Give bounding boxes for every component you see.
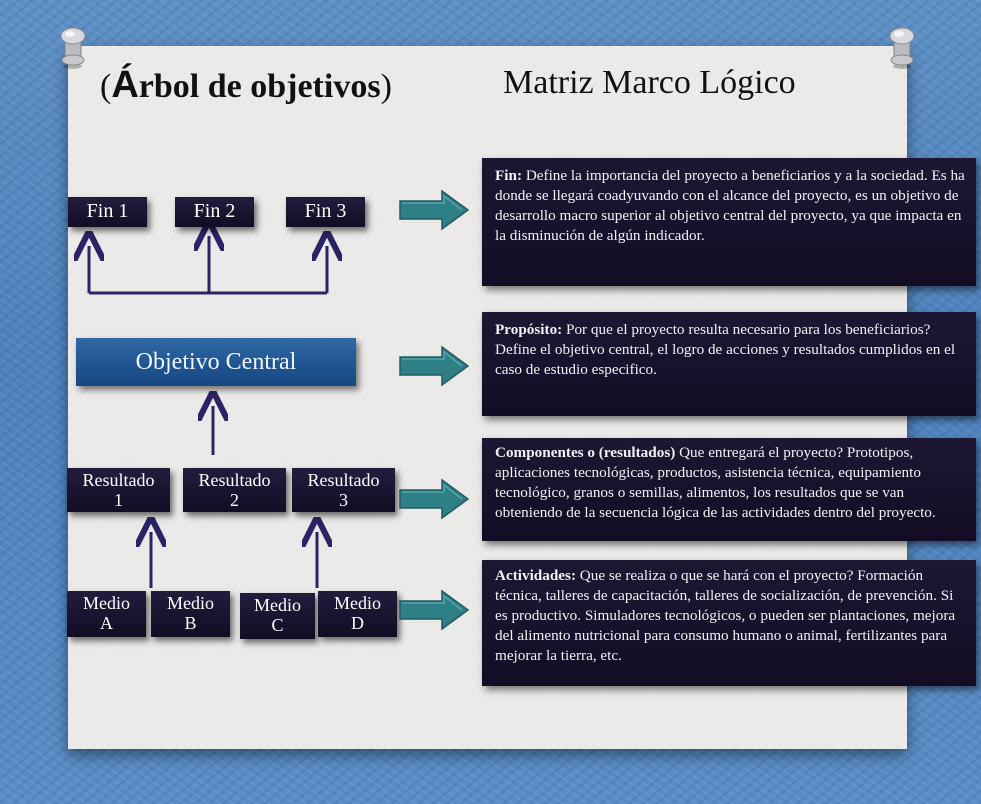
- proposito-description-heading: Propósito:: [495, 321, 563, 338]
- tree-title: (Árbol de objetivos): [100, 64, 392, 106]
- proposito-description-text: Por que el proyecto resulta necesario pa…: [495, 321, 956, 378]
- actividades-description-box: Actividades: Que se realiza o que se har…: [482, 560, 976, 686]
- fin-1-node: Fin 1: [68, 197, 147, 227]
- resultado-3-node: Resultado 3: [292, 468, 395, 512]
- componentes-description-text: Que entregará el proyecto? Prototipos, a…: [495, 444, 936, 521]
- actividades-description-text: Que se realiza o que se hará con el proy…: [495, 567, 956, 664]
- medio-d-node: Medio D: [318, 591, 397, 637]
- resultado-2-line1: Resultado: [198, 470, 271, 490]
- medio-a-line1: Medio: [83, 593, 130, 613]
- fin-description-heading: Fin:: [495, 167, 523, 184]
- proposito-description-box: Propósito: Por que el proyecto resulta n…: [482, 312, 976, 416]
- fin-block-arrow-icon: [399, 189, 470, 231]
- proposito-block-arrow-icon: [399, 345, 470, 387]
- resultado-3-line1: Resultado: [307, 470, 380, 490]
- pushpin-right-icon: [889, 27, 915, 69]
- componentes-description-heading: Componentes o (resultados): [495, 444, 676, 461]
- medio-a-node: Medio A: [67, 591, 146, 637]
- fin-2-node: Fin 2: [175, 197, 254, 227]
- medio-c-node: Medio C: [240, 593, 315, 639]
- componentes-description-box: Componentes o (resultados) Que entregará…: [482, 438, 976, 541]
- medio-c-line1: Medio: [254, 595, 301, 615]
- resultado-3-line2: 3: [339, 490, 348, 510]
- componentes-block-arrow-icon: [399, 478, 470, 520]
- medio-b-line2: B: [184, 613, 197, 633]
- medio-c-line2: C: [271, 615, 284, 635]
- medio-b-line1: Medio: [167, 593, 214, 613]
- medio-d-line2: D: [351, 613, 364, 633]
- resultado-2-line2: 2: [230, 490, 239, 510]
- resultado-1-node: Resultado 1: [67, 468, 170, 512]
- medio-b-node: Medio B: [151, 591, 230, 637]
- fin-description-text: Define la importancia del proyecto a ben…: [495, 167, 965, 244]
- medio-d-line1: Medio: [334, 593, 381, 613]
- pushpin-left-icon: [60, 27, 86, 69]
- medio-a-line2: A: [100, 613, 113, 633]
- resultado-1-line1: Resultado: [82, 470, 155, 490]
- resultado-2-node: Resultado 2: [183, 468, 286, 512]
- matrix-title: Matriz Marco Lógico: [503, 64, 796, 101]
- objetivo-central-node: Objetivo Central: [76, 338, 356, 386]
- fin-description-box: Fin: Define la importancia del proyecto …: [482, 158, 976, 286]
- fin-3-node: Fin 3: [286, 197, 365, 227]
- actividades-description-heading: Actividades:: [495, 567, 576, 584]
- actividades-block-arrow-icon: [399, 589, 470, 631]
- resultado-1-line2: 1: [114, 490, 123, 510]
